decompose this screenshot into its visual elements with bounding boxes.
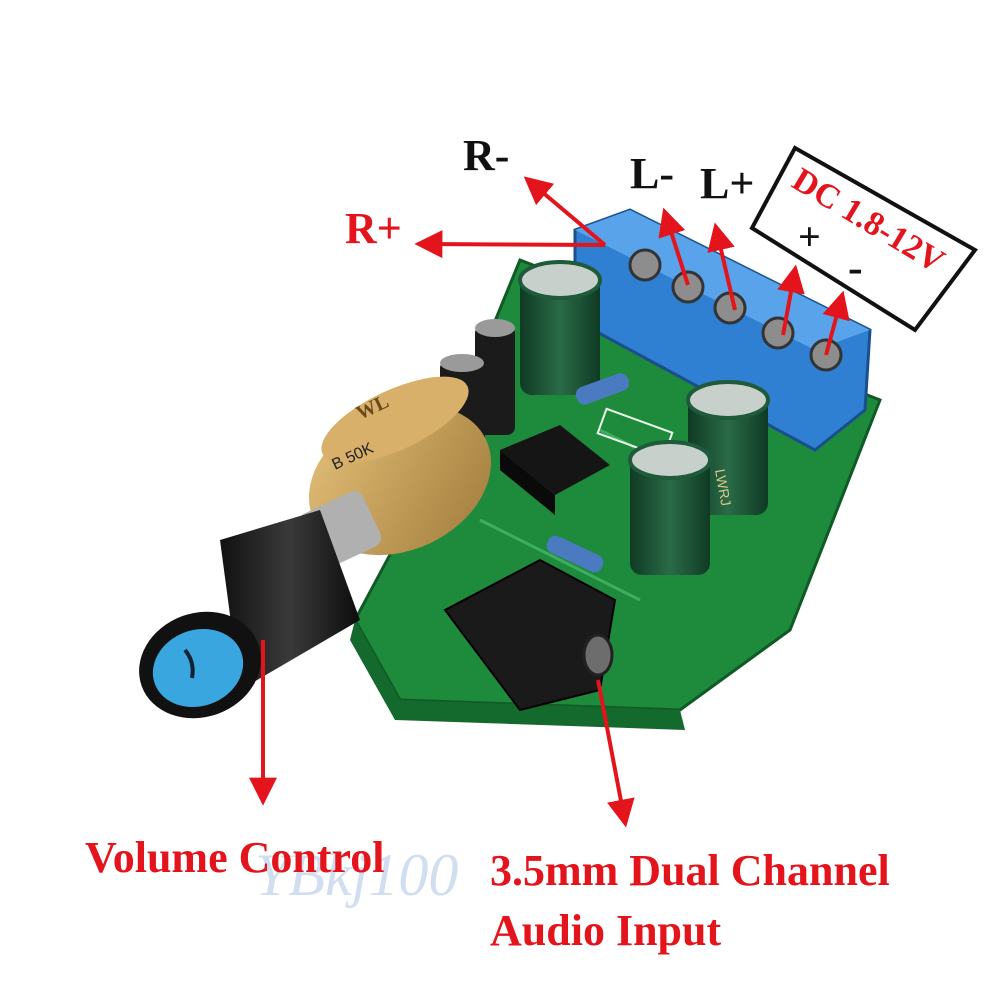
arrow-r-minus (523, 176, 607, 247)
resistors (546, 373, 630, 573)
label-l-minus: L- (630, 149, 674, 198)
watermark: YBkj100 (255, 842, 458, 908)
volume-knob (139, 510, 360, 719)
label-l-plus: L+ (700, 159, 754, 208)
label-r-plus: R+ (345, 204, 402, 253)
terminal-block (573, 208, 872, 452)
arrow-audio-input (596, 679, 635, 828)
capacitors: LWRJ (440, 260, 770, 575)
arrow-dc-minus (822, 290, 850, 356)
label-input-line2: Audio Input (490, 906, 721, 955)
power-label-box (749, 145, 978, 333)
audio-jack (443, 558, 617, 712)
annotation-arrows (249, 176, 850, 828)
label-volume-control: Volume Control (85, 833, 384, 882)
arrow-dc-plus (777, 264, 805, 336)
arrow-r-plus (414, 230, 606, 259)
label-dc-minus: - (848, 243, 863, 292)
label-input-line1: 3.5mm Dual Channel (490, 846, 890, 895)
arrow-l-plus (707, 222, 737, 311)
label-dc-plus: + (798, 214, 821, 259)
arrow-l-minus (658, 207, 690, 286)
ic-chip (500, 425, 610, 515)
screw-terminals (628, 248, 843, 372)
label-r-minus: R- (463, 131, 509, 180)
capacitor-marking: LWRJ (712, 468, 734, 507)
